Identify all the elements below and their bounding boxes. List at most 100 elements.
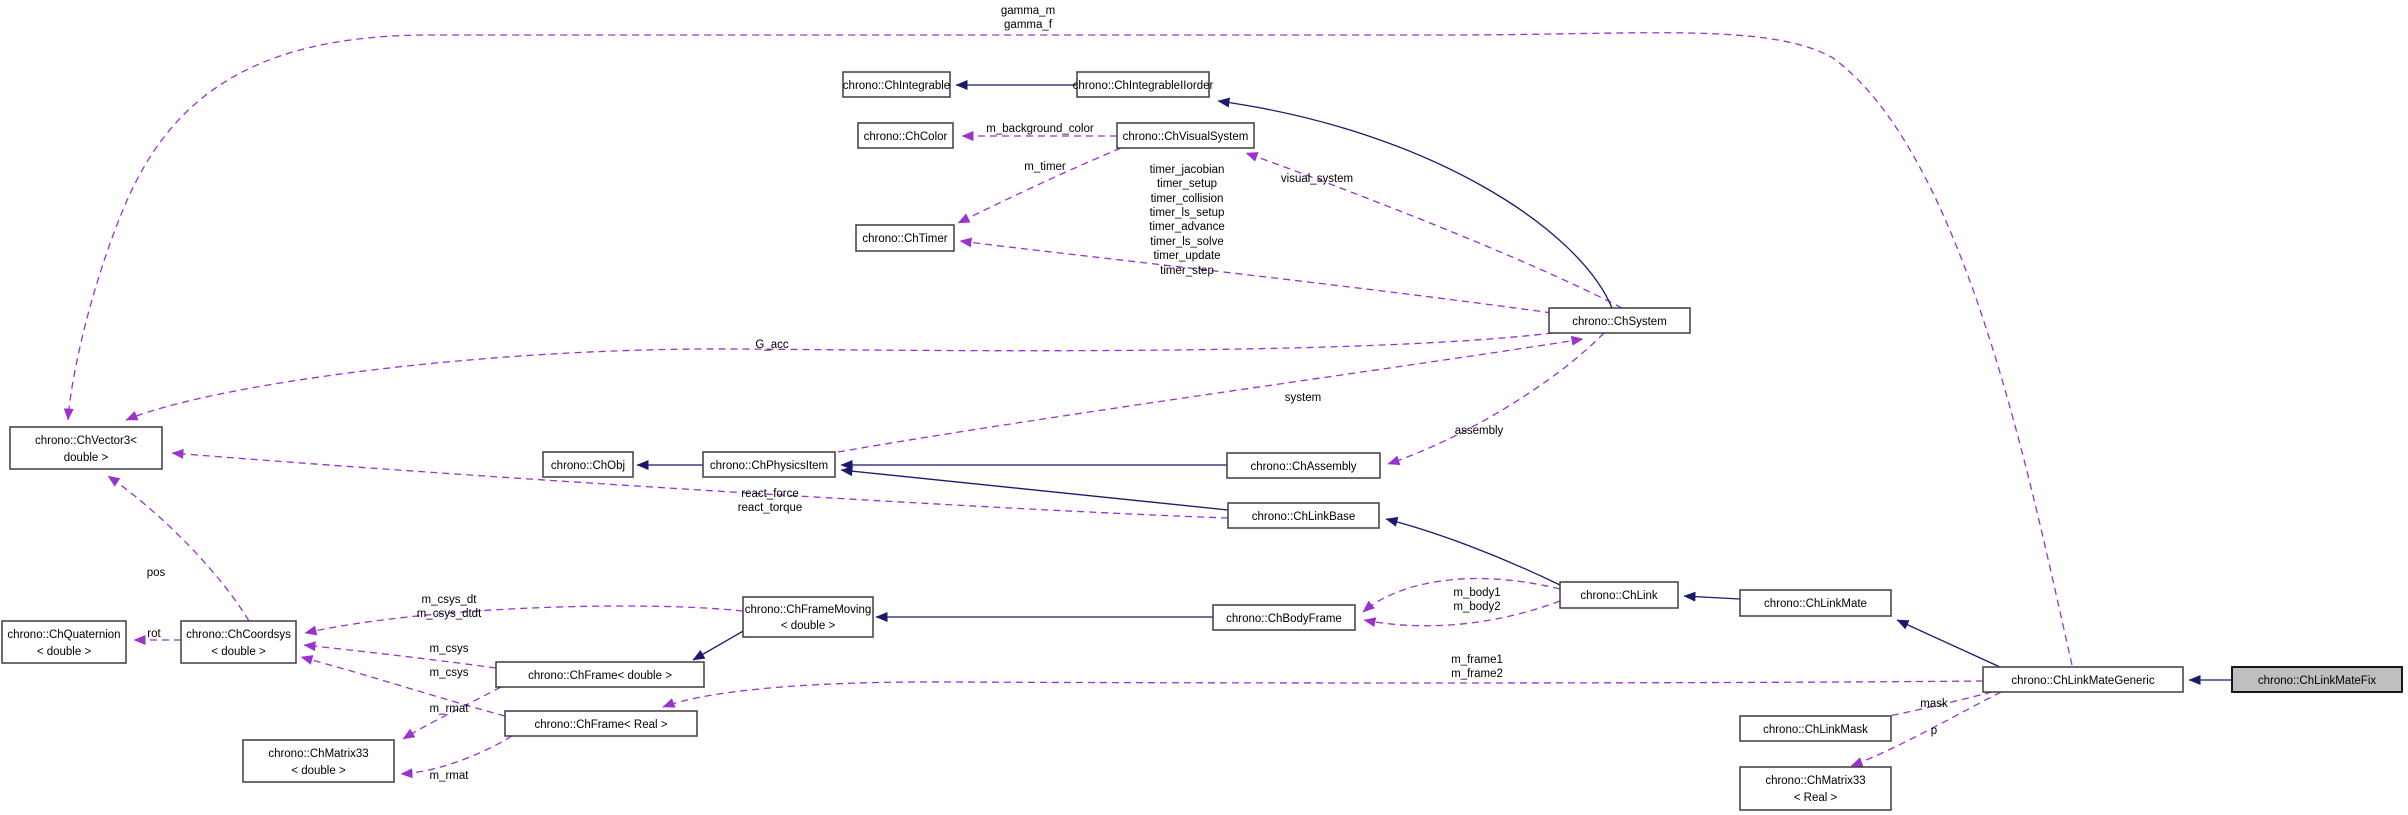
edge-m-rmat-1: [402, 686, 502, 740]
edge-linkmate-link: [1683, 591, 1741, 602]
edge-timers: [959, 237, 1553, 314]
node-chintegrableiiorder[interactable]: chrono::ChIntegrableIIorder: [1073, 71, 1214, 98]
edge-label-react-force: react_force: [741, 488, 799, 500]
edge-label-gamma-f: gamma_f: [1004, 19, 1053, 31]
edge-label-m-frame1: m_frame1: [1451, 654, 1503, 666]
edge-system-integrable2: [1217, 97, 1613, 309]
svg-text:chrono::ChIntegrable: chrono::ChIntegrable: [843, 80, 950, 92]
edge-label-rot: rot: [147, 628, 161, 640]
svg-text:< double >: < double >: [37, 646, 92, 658]
edge-label-m-frame2: m_frame2: [1451, 668, 1503, 680]
svg-text:< Real >: < Real >: [1794, 792, 1838, 804]
node-chframemoving-double[interactable]: chrono::ChFrameMoving < double >: [742, 596, 874, 638]
svg-text:chrono::ChLinkMate: chrono::ChLinkMate: [1764, 598, 1867, 610]
edge-p: [1850, 691, 2002, 767]
edge-gamma: [63, 32, 2073, 666]
edge-m-rmat-2: [400, 735, 513, 779]
node-chframe-double[interactable]: chrono::ChFrame< double >: [495, 661, 705, 688]
svg-text:chrono::ChBodyFrame: chrono::ChBodyFrame: [1226, 613, 1342, 625]
edge-label-m-rmat-1: m_rmat: [430, 703, 470, 715]
svg-text:chrono::ChIntegrableIIorder: chrono::ChIntegrableIIorder: [1073, 80, 1214, 92]
svg-text:< double >: < double >: [291, 765, 346, 777]
node-chcolor[interactable]: chrono::ChColor: [857, 122, 954, 149]
edge-label-timer-7: timer_step: [1160, 265, 1214, 277]
edge-framemoving-framedouble: [692, 629, 746, 661]
edge-label-timer-3: timer_ls_setup: [1150, 207, 1225, 219]
node-chlinkmate[interactable]: chrono::ChLinkMate: [1739, 589, 1892, 617]
node-chsystem[interactable]: chrono::ChSystem: [1548, 307, 1691, 334]
edge-label-g-acc: G_acc: [755, 339, 788, 351]
node-chcoordsys-double[interactable]: chrono::ChCoordsys < double >: [180, 620, 297, 664]
node-chvector3-double[interactable]: chrono::ChVector3< double >: [9, 426, 163, 470]
edge-label-m-body2: m_body2: [1453, 601, 1500, 613]
svg-text:chrono::ChVector3<: chrono::ChVector3<: [35, 435, 137, 447]
svg-text:chrono::ChMatrix33: chrono::ChMatrix33: [1765, 775, 1865, 787]
svg-text:chrono::ChColor: chrono::ChColor: [864, 131, 948, 143]
edge-label-m-csys-dtdt: m_csys_dtdt: [417, 608, 482, 620]
svg-text:chrono::ChLinkBase: chrono::ChLinkBase: [1252, 511, 1356, 523]
svg-text:chrono::ChFrame< double >: chrono::ChFrame< double >: [528, 670, 672, 682]
edge-m-timer: [957, 147, 1122, 224]
node-chlinkmask[interactable]: chrono::ChLinkMask: [1739, 715, 1892, 742]
svg-text:chrono::ChPhysicsItem: chrono::ChPhysicsItem: [710, 460, 828, 472]
svg-text:chrono::ChFrameMoving: chrono::ChFrameMoving: [745, 604, 872, 616]
edge-label-timer-4: timer_advance: [1149, 221, 1224, 233]
edge-label-assembly: assembly: [1455, 425, 1504, 437]
node-chobj[interactable]: chrono::ChObj: [542, 451, 634, 478]
edge-g-acc: [125, 332, 1554, 421]
edge-m-csys-2: [300, 655, 506, 717]
edge-label-m-rmat-2: m_rmat: [430, 770, 470, 782]
svg-text:chrono::ChSystem: chrono::ChSystem: [1572, 316, 1667, 328]
node-chmatrix33-double[interactable]: chrono::ChMatrix33 < double >: [242, 739, 395, 783]
svg-text:chrono::ChFrame< Real >: chrono::ChFrame< Real >: [535, 719, 668, 731]
svg-text:double >: double >: [64, 452, 109, 464]
edge-label-m-csys-dt: m_csys_dt: [422, 594, 478, 606]
edge-label-system: system: [1285, 392, 1321, 404]
edge-label-m-body1: m_body1: [1453, 587, 1500, 599]
node-chframe-real[interactable]: chrono::ChFrame< Real >: [504, 710, 698, 737]
edge-mask: [1852, 691, 1993, 726]
node-chlinkmatefix: chrono::ChLinkMateFix: [2231, 666, 2403, 693]
edge-m-csys-1: [303, 641, 497, 669]
node-chtimer[interactable]: chrono::ChTimer: [855, 224, 955, 252]
edge-system: [837, 335, 1584, 453]
edge-label-react-torque: react_torque: [738, 502, 803, 514]
svg-text:chrono::ChAssembly: chrono::ChAssembly: [1250, 461, 1356, 473]
node-chbodyframe[interactable]: chrono::ChBodyFrame: [1212, 604, 1356, 631]
svg-text:chrono::ChQuaternion: chrono::ChQuaternion: [7, 629, 120, 641]
svg-text:chrono::ChVisualSystem: chrono::ChVisualSystem: [1123, 131, 1249, 143]
node-chvisualsystem[interactable]: chrono::ChVisualSystem: [1116, 122, 1255, 149]
node-chlink[interactable]: chrono::ChLink: [1559, 581, 1679, 609]
svg-text:chrono::ChCoordsys: chrono::ChCoordsys: [186, 629, 291, 641]
edge-label-m-background-color: m_background_color: [986, 123, 1094, 135]
svg-text:chrono::ChMatrix33: chrono::ChMatrix33: [268, 748, 368, 760]
edge-label-timer-0: timer_jacobian: [1150, 164, 1225, 176]
edge-assembly: [1387, 332, 1605, 466]
edge-pos: [107, 475, 250, 622]
node-chmatrix33-real[interactable]: chrono::ChMatrix33 < Real >: [1739, 766, 1892, 811]
edge-label-p: p: [1931, 725, 1937, 737]
node-chlinkmategeneric[interactable]: chrono::ChLinkMateGeneric: [1982, 666, 2184, 693]
edge-label-m-csys-1: m_csys: [430, 643, 469, 655]
edge-linkbase-physicsitem: [840, 466, 1229, 511]
edge-label-timer-6: timer_update: [1153, 250, 1220, 262]
edge-react: [171, 448, 1229, 519]
node-chassembly[interactable]: chrono::ChAssembly: [1226, 452, 1381, 479]
node-chquaternion-double[interactable]: chrono::ChQuaternion < double >: [1, 620, 127, 664]
edge-label-pos: pos: [147, 567, 166, 579]
edge-m-csys-dt: [304, 605, 744, 636]
edge-label-m-timer: m_timer: [1024, 161, 1066, 173]
node-chintegrable[interactable]: chrono::ChIntegrable: [842, 71, 951, 98]
svg-text:chrono::ChLinkMateGeneric: chrono::ChLinkMateGeneric: [2011, 675, 2154, 687]
svg-text:chrono::ChTimer: chrono::ChTimer: [862, 233, 947, 245]
node-chphysicsitem[interactable]: chrono::ChPhysicsItem: [702, 451, 836, 478]
edge-m-frame: [662, 680, 1984, 708]
svg-text:chrono::ChLinkMateFix: chrono::ChLinkMateFix: [2258, 675, 2376, 687]
edge-label-visual-system: visual_system: [1281, 173, 1353, 185]
svg-text:chrono::ChObj: chrono::ChObj: [551, 460, 625, 472]
edge-linkmategeneric-linkmate: [1896, 619, 2001, 668]
node-chlinkbase[interactable]: chrono::ChLinkBase: [1227, 502, 1380, 529]
edge-label-timer-2: timer_collision: [1151, 193, 1224, 205]
